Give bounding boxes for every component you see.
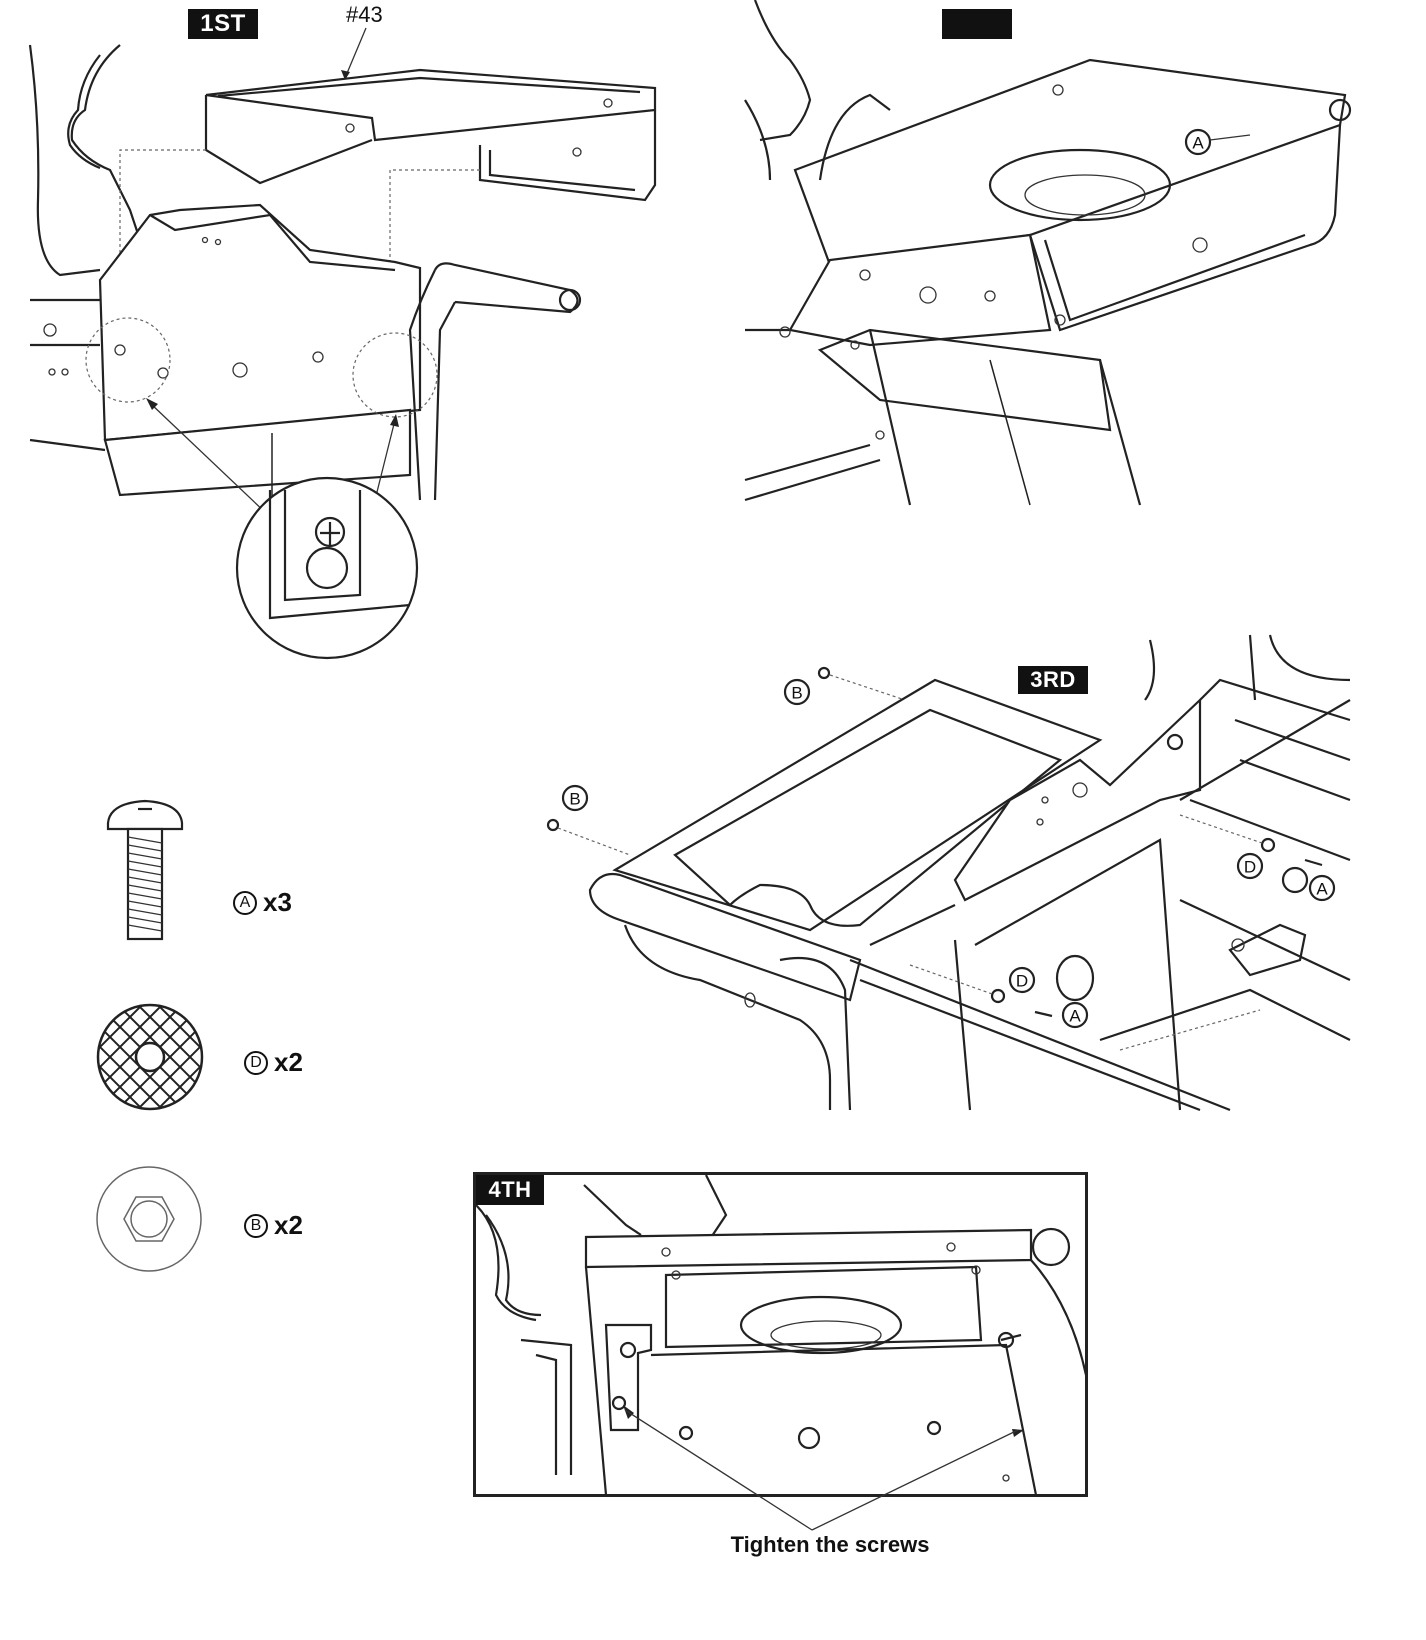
nut-b-icon bbox=[96, 1166, 202, 1272]
step-2-badge bbox=[942, 9, 1012, 39]
hardware-d-qty: x2 bbox=[274, 1047, 303, 1077]
step-4-badge: 4TH bbox=[476, 1175, 544, 1205]
step-1-illustration bbox=[28, 27, 657, 660]
hardware-b-qty: x2 bbox=[274, 1210, 303, 1240]
hardware-a-letter: A bbox=[233, 890, 257, 915]
hardware-a-qty: x3 bbox=[263, 887, 292, 917]
label-b-step3-left: B bbox=[569, 790, 580, 809]
step-3-badge: 3RD bbox=[1018, 666, 1088, 694]
hardware-b-letter: B bbox=[244, 1213, 268, 1238]
label-d-step3-inner: D bbox=[1016, 972, 1028, 991]
part-number-callout: #43 bbox=[346, 2, 383, 27]
hardware-b-label: B x2 bbox=[244, 1210, 303, 1241]
label-a-step3-inner: A bbox=[1069, 1007, 1081, 1026]
hardware-a-label: A x3 bbox=[233, 887, 292, 918]
step-1-badge: 1ST bbox=[188, 9, 258, 39]
bolt-a-icon bbox=[106, 799, 184, 941]
label-a-step2: A bbox=[1192, 134, 1204, 153]
washer-d-icon bbox=[96, 1003, 204, 1111]
label-a-step3-outer: A bbox=[1316, 880, 1328, 899]
label-b-step3-top: B bbox=[791, 684, 802, 703]
hardware-d-label: D x2 bbox=[244, 1047, 303, 1078]
step-4-frame: 4TH bbox=[473, 1172, 1088, 1497]
step-2-illustration: A bbox=[744, 0, 1352, 506]
label-d-step3-outer: D bbox=[1244, 858, 1256, 877]
step-4-illustration bbox=[476, 1175, 1085, 1494]
hardware-d-letter: D bbox=[244, 1050, 268, 1075]
tighten-screws-caption: Tighten the screws bbox=[730, 1532, 930, 1557]
step-3-illustration: B B D A D A bbox=[546, 634, 1351, 1112]
